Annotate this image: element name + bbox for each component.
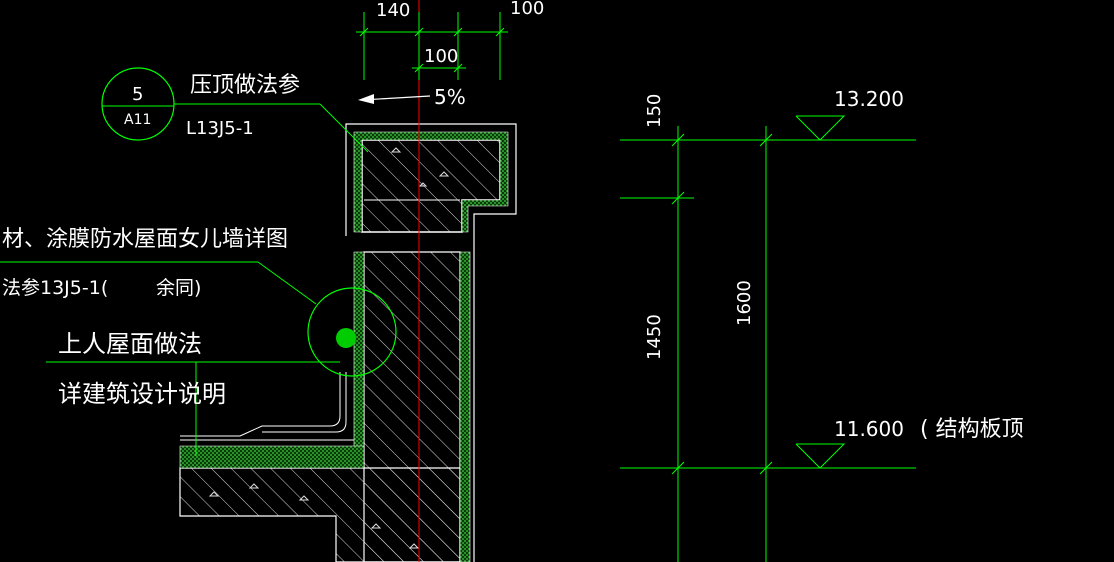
- dim-tick-v3: [671, 461, 685, 475]
- aggregate-marks: [208, 147, 450, 549]
- roof-insulation: [179, 445, 365, 469]
- wall-insulation: [353, 251, 365, 459]
- callout-bubble: [101, 67, 369, 153]
- callout-leader-diag: [319, 103, 369, 153]
- detail-leader: [257, 261, 317, 305]
- coping-insulation: [353, 131, 509, 233]
- detail-marker: [0, 261, 397, 377]
- elev-symbol-bottom: [795, 443, 846, 469]
- elev-symbol-top: [795, 115, 846, 141]
- slope-arrow-head: [358, 94, 374, 104]
- elevation-bottom: 11.600: [834, 417, 904, 441]
- dim-150: 150: [644, 94, 665, 128]
- dim-tick-v5: [759, 461, 773, 475]
- wall-insulation-outer: [459, 251, 471, 562]
- elevation-top: 13.200: [834, 87, 904, 111]
- callout-ref-code: L13J5-1: [186, 118, 254, 139]
- callout-number: 5: [132, 84, 143, 105]
- note-waterproof-line2a: 法参13J5-1(: [2, 277, 108, 299]
- dim-tick-2: [414, 27, 424, 37]
- coping-concrete: [361, 139, 501, 233]
- membrane-upturn-2: [262, 372, 347, 433]
- detail-dot: [336, 328, 356, 348]
- vertical-dimensions: [620, 115, 916, 562]
- note-waterproof-line2b: 余同): [156, 277, 201, 299]
- callout-sheet: A11: [124, 112, 151, 128]
- dim-1450: 1450: [644, 314, 665, 360]
- top-dimensions: [356, 12, 508, 80]
- dim-tick-3: [453, 27, 463, 37]
- dim-tick-v1: [671, 133, 685, 147]
- dim-1600: 1600: [734, 280, 755, 326]
- slope-label: 5%: [434, 85, 466, 109]
- parapet-outer-line: [345, 123, 517, 562]
- note-waterproof-line1: 材、涂膜防水屋面女儿墙详图: [2, 227, 288, 252]
- dim-100-right: 100: [510, 0, 544, 19]
- dim-140: 140: [376, 0, 410, 21]
- slope-arrow: [358, 94, 431, 104]
- dim-tick-6: [453, 63, 463, 73]
- dim-tick-v4: [759, 133, 773, 147]
- dim-tick-5: [414, 63, 424, 73]
- detail-circle: [307, 287, 397, 377]
- membrane-upturn: [239, 372, 341, 437]
- parapet-structure: [179, 123, 517, 562]
- note-roof-line2: 详建筑设计说明: [58, 380, 226, 408]
- dim-tick-4: [495, 27, 505, 37]
- dim-tick-v2: [671, 191, 685, 205]
- dim-tick-1: [359, 27, 369, 37]
- elevation-bottom-note: ( 结构板顶: [920, 417, 1024, 442]
- dim-100-mid: 100: [424, 46, 458, 67]
- callout-ref-title: 压顶做法参: [190, 73, 300, 98]
- insulation-layers: [179, 131, 509, 562]
- note-roof-line1: 上人屋面做法: [58, 330, 202, 358]
